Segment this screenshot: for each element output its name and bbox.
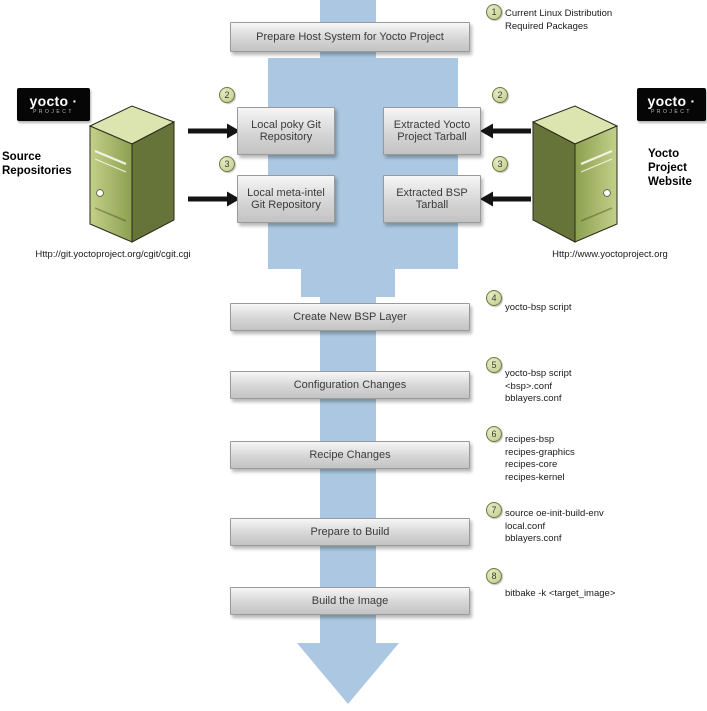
step-6-badge: 6 [486,426,502,442]
note-line: <bsp>.conf [505,380,553,392]
step-recipe-changes-box: Recipe Changes [230,441,470,469]
poky-repo-box: Local poky Git Repository [237,107,335,155]
step-prepare-host-box: Prepare Host System for Yocto Project [230,22,470,52]
step-1-badge: 1 [486,4,502,20]
yocto-logo-text: yocto · [647,92,696,109]
step-build-the-image-box: Build the Image [230,587,470,615]
yocto-logo-text: yocto · [29,92,78,109]
git-repo-url: Http://git.yoctoproject.org/cgit/cgit.cg… [35,249,191,260]
step-create-bsp-layer-box: Create New BSP Layer [230,303,470,331]
note-line: yocto-bsp script [505,368,572,379]
transfer-arrow-bsp-tarball [480,191,531,207]
note-line: Required Packages [505,20,588,32]
bsp-tarball-box: Extracted BSP Tarball [383,175,481,223]
transfer-arrow-meta-intel [188,191,240,207]
yocto-logo-left: yocto · PROJECT [17,88,90,121]
yocto-website-server-icon [531,105,619,243]
step-6-notes: recipes-bsp recipes-graphics recipes-cor… [505,434,575,484]
step-1-notes: Current Linux Distribution Required Pack… [505,8,612,33]
step-7-notes: source oe-init-build-env local.conf bbla… [505,508,604,546]
step-4-badge: 4 [486,290,502,306]
yocto-logo-subtext: PROJECT [33,108,74,115]
transfer-arrow-yocto-tarball [480,123,531,139]
step-3-left-badge: 3 [219,156,235,172]
step-prepare-to-build-box: Prepare to Build [230,518,470,546]
step-5-notes: yocto-bsp script <bsp>.conf bblayers.con… [505,368,572,406]
step-4-notes: yocto-bsp script [505,302,572,315]
step-2-right-badge: 2 [492,87,508,103]
note-line: recipes-graphics [505,446,575,458]
source-repositories-server-icon [88,105,176,243]
yocto-website-label: Yocto Project Website [648,148,692,188]
note-line: recipes-bsp [505,434,555,445]
step-5-badge: 5 [486,357,502,373]
note-line: bblayers.conf [505,533,562,544]
note-line: Current Linux Distribution [505,8,613,19]
note-line: bblayers.conf [505,393,562,404]
step-8-notes: bitbake -k <target_image> [505,588,615,601]
meta-intel-repo-box: Local meta-intel Git Repository [237,175,335,223]
yocto-logo-right: yocto · PROJECT [637,88,706,121]
note-line: local.conf [505,520,546,532]
note-line: bitbake -k <target_image> [505,588,616,599]
yocto-logo-subtext: PROJECT [651,108,692,115]
note-line: source oe-init-build-env [505,508,604,519]
transfer-arrow-poky [188,123,240,139]
step-2-left-badge: 2 [219,87,235,103]
website-url: Http://www.yoctoproject.org [552,249,668,260]
note-line: recipes-kernel [505,471,565,483]
step-8-badge: 8 [486,568,502,584]
step-configuration-changes-box: Configuration Changes [230,371,470,399]
note-line: yocto-bsp script [505,302,572,313]
step-3-right-badge: 3 [492,156,508,172]
yocto-tarball-box: Extracted Yocto Project Tarball [383,107,481,155]
step-7-badge: 7 [486,502,502,518]
note-line: recipes-core [505,459,558,470]
source-repositories-label: Source Repositories [2,151,72,177]
